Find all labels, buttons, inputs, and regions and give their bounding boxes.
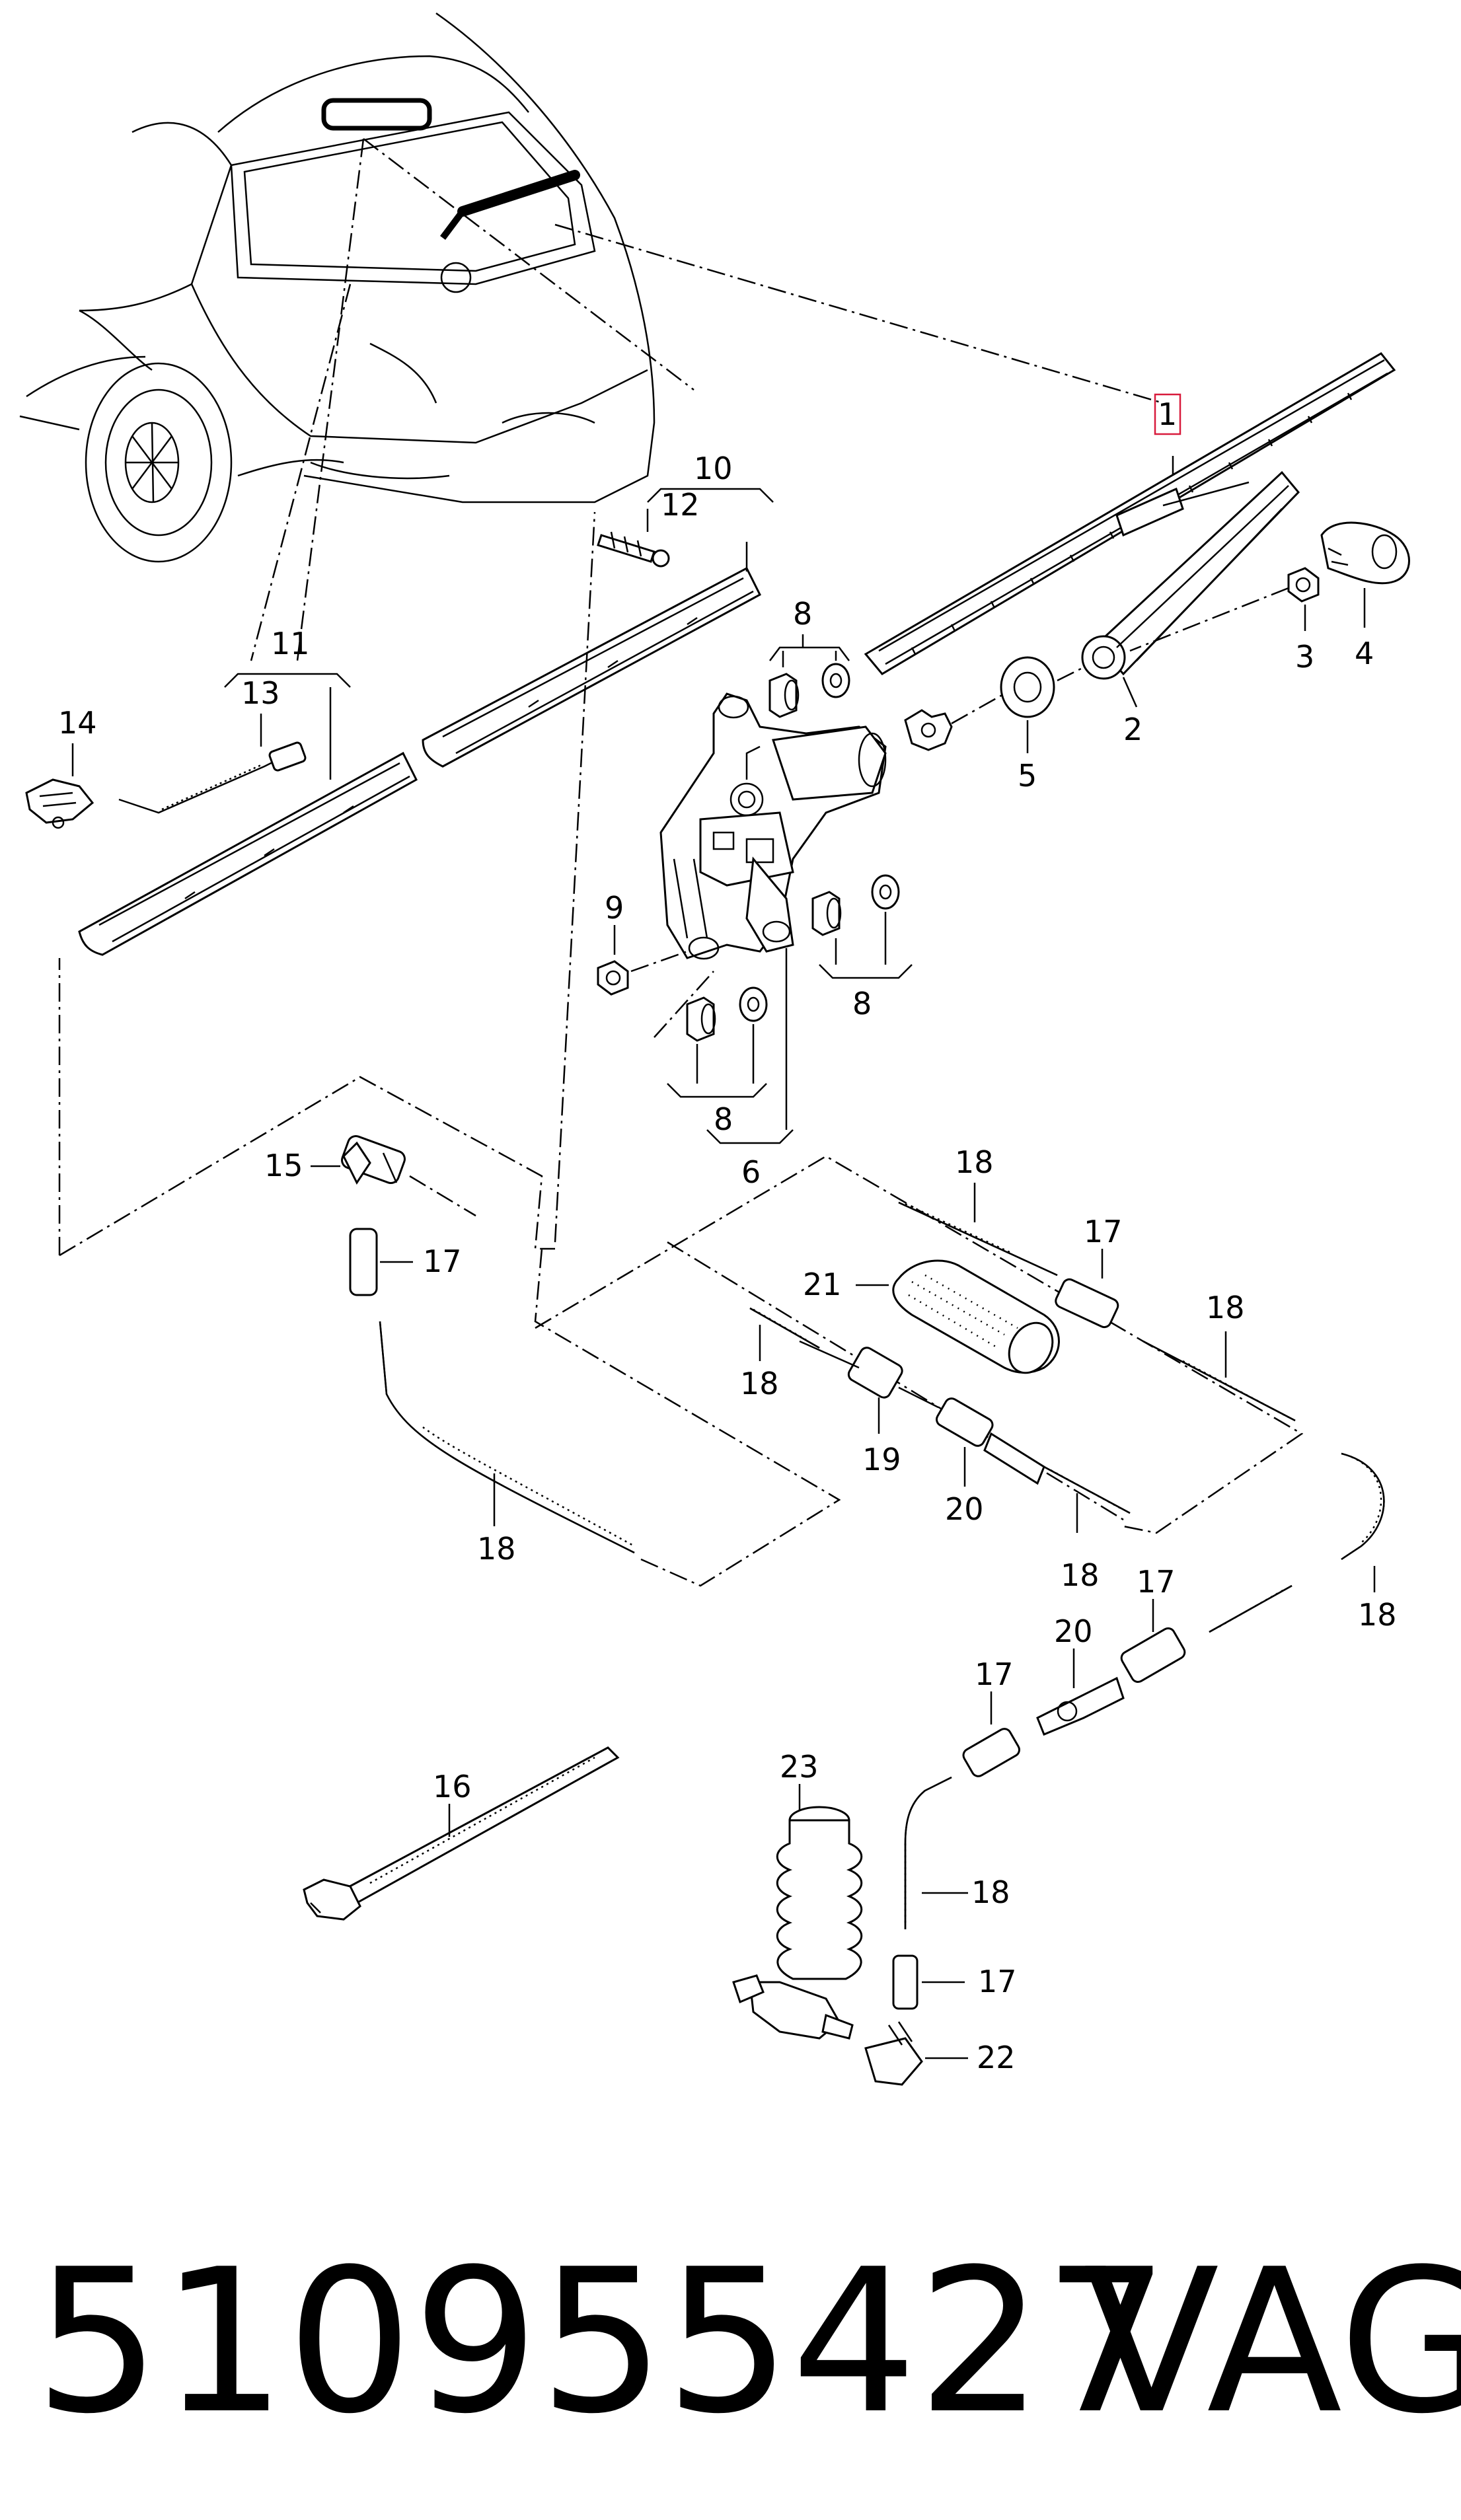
label-part-18-center: 18 bbox=[740, 1366, 779, 1401]
label-part-18-curve: 18 bbox=[1358, 1597, 1397, 1633]
washer-hose-center-left bbox=[749, 1307, 820, 1349]
label-part-19: 19 bbox=[862, 1442, 901, 1477]
label-part-18-top: 18 bbox=[955, 1144, 994, 1180]
part-1-highlight-box bbox=[1154, 393, 1181, 435]
hose-connector-center bbox=[936, 1397, 994, 1447]
part-number: 510955427 bbox=[34, 2227, 1170, 2457]
label-part-18-vertical: 18 bbox=[971, 1874, 1010, 1910]
filter-sleeve bbox=[892, 1259, 1060, 1374]
label-part-9: 9 bbox=[605, 890, 624, 926]
label-part-23: 23 bbox=[780, 1749, 819, 1785]
label-part-5: 5 bbox=[1018, 758, 1037, 794]
cable-tie bbox=[303, 1746, 620, 1921]
washer-hose-lower bbox=[1209, 1584, 1292, 1633]
inline-filter bbox=[799, 1340, 939, 1409]
washer-hose-right bbox=[1143, 1340, 1296, 1422]
bulb-socket bbox=[597, 531, 670, 568]
label-part-2: 2 bbox=[1123, 712, 1143, 747]
star-washer bbox=[904, 709, 953, 751]
label-part-17-top: 17 bbox=[1084, 1214, 1123, 1249]
label-part-10: 10 bbox=[694, 451, 733, 486]
label-part-13: 13 bbox=[241, 675, 280, 711]
wiper-motor bbox=[659, 692, 887, 960]
hose-connector-bottom bbox=[892, 1954, 918, 2010]
motor-nut bbox=[597, 960, 629, 996]
label-part-12: 12 bbox=[661, 487, 700, 523]
label-part-20-center: 20 bbox=[945, 1491, 984, 1527]
label-part-22: 22 bbox=[977, 2040, 1016, 2075]
label-part-14: 14 bbox=[58, 705, 97, 741]
washer-hose-vertical bbox=[904, 1776, 952, 1929]
bushing-set-bottom bbox=[686, 986, 768, 1042]
washer-jet bbox=[341, 1134, 406, 1185]
car-rear-illustration bbox=[19, 12, 656, 563]
brake-light-wiring bbox=[118, 741, 307, 814]
washer-hose-top bbox=[898, 1201, 1058, 1277]
wiper-blade bbox=[864, 352, 1396, 675]
brand-name: VAG bbox=[1084, 2227, 1461, 2457]
hose-connector-lower bbox=[1036, 1676, 1125, 1736]
arm-nut bbox=[1287, 567, 1320, 603]
label-part-1: 1 bbox=[1158, 396, 1177, 432]
arm-cap bbox=[1320, 521, 1410, 585]
wiper-arm bbox=[1081, 470, 1300, 680]
label-part-11: 11 bbox=[271, 626, 310, 661]
bushing-set-top bbox=[768, 663, 850, 718]
label-part-3: 3 bbox=[1295, 639, 1314, 675]
grommet bbox=[1000, 656, 1055, 718]
label-part-8-top: 8 bbox=[793, 596, 812, 632]
label-part-4: 4 bbox=[1355, 636, 1374, 671]
label-part-21: 21 bbox=[803, 1267, 842, 1302]
label-part-15: 15 bbox=[264, 1148, 303, 1183]
washer-hose-center-right bbox=[1043, 1465, 1131, 1514]
hose-connector-top bbox=[1055, 1278, 1119, 1329]
label-part-6: 6 bbox=[741, 1154, 761, 1190]
label-part-16: 16 bbox=[433, 1769, 472, 1804]
label-part-17-mid: 17 bbox=[975, 1656, 1014, 1692]
bushing-set-right bbox=[811, 874, 900, 936]
hose-connector-mid bbox=[962, 1728, 1020, 1777]
hose-connector-left bbox=[349, 1228, 378, 1296]
label-part-18-left: 18 bbox=[477, 1531, 516, 1567]
hose-connector-lower-right bbox=[1120, 1627, 1186, 1683]
label-part-8-bottom: 8 bbox=[714, 1101, 733, 1137]
brake-light-connector bbox=[25, 778, 94, 829]
third-brake-light-lower bbox=[78, 751, 418, 956]
washer-pump bbox=[732, 1806, 863, 2040]
label-part-8-right: 8 bbox=[852, 986, 872, 1021]
leader-lines bbox=[250, 138, 1164, 661]
washer-hose-left bbox=[379, 1321, 635, 1554]
hose-elbow bbox=[864, 2021, 923, 2086]
label-part-17-left: 17 bbox=[423, 1243, 462, 1279]
label-part-20-lower: 20 bbox=[1054, 1613, 1093, 1649]
label-part-18-right: 18 bbox=[1206, 1290, 1245, 1325]
label-part-17-lower-right: 17 bbox=[1137, 1564, 1176, 1600]
label-part-18-center-right: 18 bbox=[1061, 1557, 1100, 1593]
washer-hose-curve bbox=[1341, 1452, 1385, 1561]
third-brake-light bbox=[422, 566, 761, 768]
label-part-17-bottom: 17 bbox=[978, 1964, 1017, 1999]
